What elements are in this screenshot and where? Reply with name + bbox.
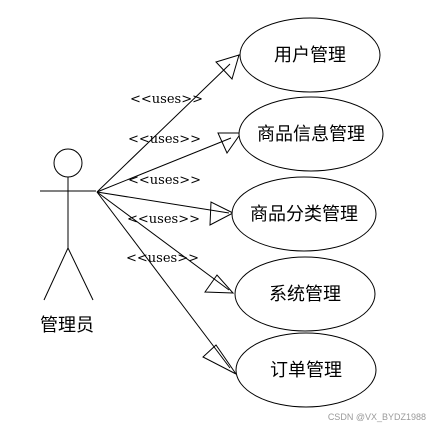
uses-label-2: <<uses>> [128, 132, 201, 147]
arrowhead-icon [217, 132, 242, 155]
arrowhead-icon [209, 201, 235, 226]
use-case-5: 订单管理 [235, 332, 377, 408]
use-case-label: 商品信息管理 [257, 124, 365, 145]
association-line [96, 191, 231, 369]
use-case-1: 用户管理 [239, 17, 381, 93]
actor-head [53, 148, 83, 178]
association-line [96, 137, 232, 193]
use-case-label: 用户管理 [274, 45, 346, 66]
actor-label: 管理员 [40, 315, 94, 336]
arrowhead-icon [215, 54, 240, 80]
actor-left-leg [43, 247, 69, 301]
actor-right-leg [67, 247, 94, 301]
actor-admin: 管理员 [40, 148, 96, 336]
use-case-ellipse [238, 96, 384, 172]
use-case-2: 商品信息管理 [238, 96, 384, 172]
association-line [96, 191, 230, 214]
use-case-label: 系统管理 [269, 284, 341, 305]
use-case-ellipse [231, 176, 377, 252]
use-case-label: 商品分类管理 [250, 204, 358, 225]
use-case-3: 商品分类管理 [231, 176, 377, 252]
use-case-ellipse [234, 256, 376, 332]
use-case-ellipse [235, 332, 377, 408]
uses-label-5: <<uses>> [126, 251, 199, 266]
association-line [96, 63, 231, 193]
uses-label-1: <<uses>> [130, 92, 203, 107]
arrowhead-icon [204, 274, 235, 294]
use-case-label: 订单管理 [270, 360, 342, 381]
watermark: CSDN @VX_BYDZ1988 [328, 412, 426, 422]
association-1 [96, 54, 240, 193]
use-case-ellipse [239, 17, 381, 93]
uses-label-4: <<uses>> [127, 212, 200, 227]
uses-label-3: <<uses>> [128, 173, 201, 188]
arrowhead-icon [202, 344, 237, 375]
use-case-4: 系统管理 [234, 256, 376, 332]
association-2 [96, 132, 242, 193]
association-5 [96, 191, 237, 375]
association-line [96, 191, 230, 291]
association-3 [96, 191, 235, 226]
association-4 [96, 191, 235, 294]
